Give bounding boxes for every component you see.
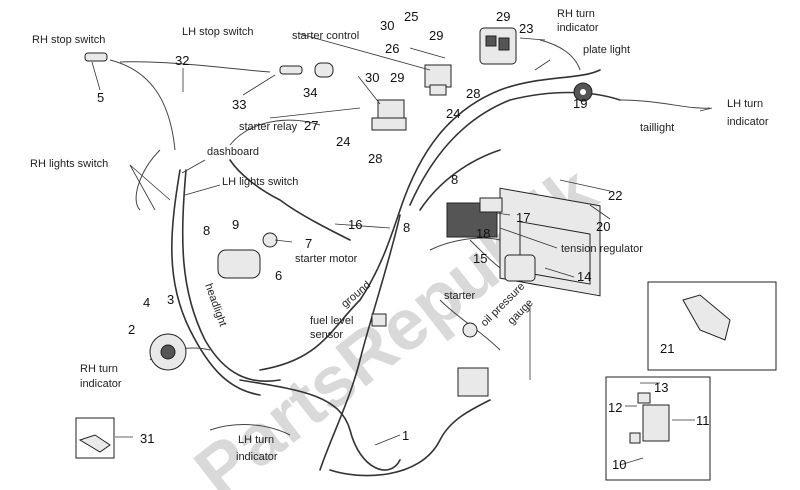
callout-14: 14	[577, 269, 591, 284]
callout-18: 18	[476, 226, 490, 241]
callout-2: 2	[128, 322, 135, 337]
callout-1: 1	[402, 428, 409, 443]
rh-turn-indicator-top-label-2: indicator	[557, 22, 599, 34]
callout-19: 19	[573, 96, 587, 111]
connector-34-part	[314, 62, 334, 78]
callout-25: 25	[404, 9, 418, 24]
callout-23: 23	[519, 21, 533, 36]
callout-28a: 28	[368, 151, 382, 166]
callout-33: 33	[232, 97, 246, 112]
callout-21: 21	[660, 341, 674, 356]
lh-stop-switch-label: LH stop switch	[182, 26, 254, 38]
fuel-level-sensor-label-1: fuel level	[310, 315, 353, 327]
callout-16: 16	[348, 217, 362, 232]
inset-box-fuse-detail	[605, 376, 711, 481]
rear-light-cluster-23	[479, 27, 517, 65]
inset-box-21	[647, 281, 777, 371]
lh-turn-indicator-right-label-2: indicator	[727, 116, 769, 128]
callout-8b: 8	[451, 172, 458, 187]
callout-28b: 28	[466, 86, 480, 101]
callout-27: 27	[304, 118, 318, 133]
callout-7: 7	[305, 236, 312, 251]
leader-lines	[91, 33, 713, 466]
starter-motor-part	[217, 232, 278, 279]
starter-control-label: starter control	[292, 30, 359, 42]
plate-light-label: plate light	[583, 44, 630, 56]
callout-29c: 29	[390, 70, 404, 85]
rh-turn-indicator-top-label-1: RH turn	[557, 8, 595, 20]
battery-box-19-22	[499, 187, 601, 297]
callout-22: 22	[608, 188, 622, 203]
ignition-coil-part	[504, 254, 536, 282]
main-harness	[109, 39, 711, 477]
rh-turn-indicator-left-label-2: indicator	[80, 378, 122, 390]
callout-9: 9	[232, 217, 239, 232]
callout-11: 11	[696, 413, 710, 428]
callout-30a: 30	[380, 18, 394, 33]
callout-12: 12	[608, 400, 622, 415]
callout-numbers: 1 2 3 4 5 6 7 8 8 8 9 10 11 12 13 14 15 …	[97, 9, 710, 472]
callout-34: 34	[303, 85, 317, 100]
fuel-level-sensor-label-2: sensor	[310, 329, 343, 341]
callout-17: 17	[516, 210, 530, 225]
callout-13: 13	[654, 380, 668, 395]
callout-5: 5	[97, 90, 104, 105]
callout-32: 32	[175, 53, 189, 68]
callout-15: 15	[473, 251, 487, 266]
starter-relay-part	[371, 99, 407, 131]
starter-relay-label: starter relay	[239, 121, 298, 133]
callout-8a: 8	[203, 223, 210, 238]
callout-6: 6	[275, 268, 282, 283]
horn-part	[149, 333, 187, 371]
callout-29a: 29	[496, 9, 510, 24]
callout-4: 4	[143, 295, 150, 310]
headlight-label: headlight	[202, 282, 229, 328]
lh-turn-indicator-bottom-label-1: LH turn	[238, 434, 274, 446]
dashboard-label: dashboard	[207, 146, 259, 158]
callout-30b: 30	[365, 70, 379, 85]
fuse-box-part	[457, 367, 489, 397]
rh-stop-switch-label: RH stop switch	[32, 34, 105, 46]
callout-24a: 24	[336, 134, 350, 149]
rh-turn-indicator-left-label-1: RH turn	[80, 363, 118, 375]
callout-8c: 8	[403, 220, 410, 235]
rh-stop-switch-part	[84, 52, 108, 62]
lh-lights-switch-label: LH lights switch	[222, 176, 298, 188]
callout-26: 26	[385, 41, 399, 56]
lh-turn-indicator-right-label-1: LH turn	[727, 98, 763, 110]
starter-label: starter	[444, 290, 476, 302]
oil-pressure-gauge-part	[462, 322, 478, 338]
callout-10: 10	[612, 457, 626, 472]
callout-3: 3	[167, 292, 174, 307]
callout-20: 20	[596, 219, 610, 234]
callout-24b: 24	[446, 106, 460, 121]
inset-box-31	[75, 417, 115, 459]
rh-lights-switch-label: RH lights switch	[30, 158, 108, 170]
starter-motor-label: starter motor	[295, 253, 358, 265]
callout-29b: 29	[429, 28, 443, 43]
lh-turn-indicator-bottom-label-2: indicator	[236, 451, 278, 463]
tension-regulator-label: tension regulator	[561, 243, 643, 255]
tension-regulator-part	[446, 197, 503, 238]
starter-control-relay	[424, 64, 452, 96]
taillight-label: taillight	[640, 122, 674, 134]
fuel-level-sensor-part	[371, 313, 387, 327]
callout-31: 31	[140, 431, 154, 446]
gear-icon	[573, 82, 593, 102]
lh-stop-switch-part	[279, 65, 303, 75]
